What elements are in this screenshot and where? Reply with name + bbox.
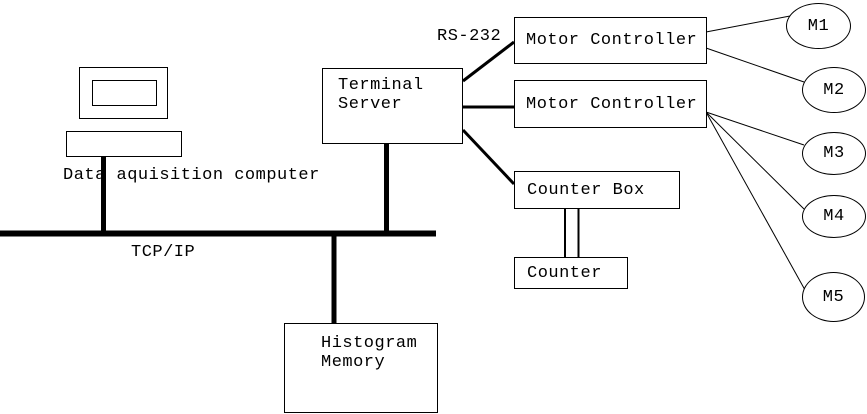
daq-computer-label: Data aquisition computer bbox=[63, 166, 320, 185]
histogram-memory-label: Histogram Memory bbox=[321, 334, 418, 372]
motor-m4-label: M4 bbox=[823, 207, 845, 226]
ts-to-counter-box-line bbox=[461, 128, 516, 186]
motor-controller-1-node: Motor Controller bbox=[514, 17, 707, 64]
motor-m3-label: M3 bbox=[823, 144, 845, 163]
mc2-to-m3-line bbox=[705, 111, 805, 146]
mc1-to-m2-line bbox=[705, 47, 805, 83]
motor-node-m4: M4 bbox=[802, 195, 866, 238]
motor-node-m1: M1 bbox=[786, 3, 851, 49]
counter-box-label: Counter Box bbox=[527, 180, 645, 200]
motor-node-m2: M2 bbox=[802, 67, 866, 113]
motor-m5-label: M5 bbox=[822, 287, 845, 307]
keyboard-icon bbox=[66, 131, 182, 157]
motor-controller-1-label: Motor Controller bbox=[526, 31, 698, 50]
monitor-screen-icon bbox=[92, 80, 157, 106]
counter-box-node: Counter Box bbox=[514, 171, 680, 209]
terminal-server-node: Terminal Server bbox=[322, 68, 463, 144]
ts-to-motor-controller-1-line bbox=[462, 40, 515, 83]
mc2-to-m4-line bbox=[705, 111, 805, 210]
mc2-to-m5-line bbox=[705, 111, 806, 291]
rs232-label: RS-232 bbox=[437, 27, 502, 46]
mc1-to-m1-line bbox=[705, 15, 791, 33]
histogram-memory-node: Histogram Memory bbox=[284, 323, 438, 413]
motor-m2-label: M2 bbox=[823, 80, 845, 100]
motor-m1-label: M1 bbox=[807, 16, 830, 36]
tcp-ip-label: TCP/IP bbox=[131, 243, 196, 262]
motor-controller-2-label: Motor Controller bbox=[526, 94, 698, 114]
terminal-server-label: Terminal Server bbox=[338, 76, 424, 114]
counter-label: Counter bbox=[527, 263, 602, 283]
motor-controller-2-node: Motor Controller bbox=[514, 80, 707, 128]
counter-node: Counter bbox=[514, 257, 628, 289]
motor-node-m5: M5 bbox=[802, 272, 865, 322]
motor-node-m3: M3 bbox=[802, 132, 866, 175]
